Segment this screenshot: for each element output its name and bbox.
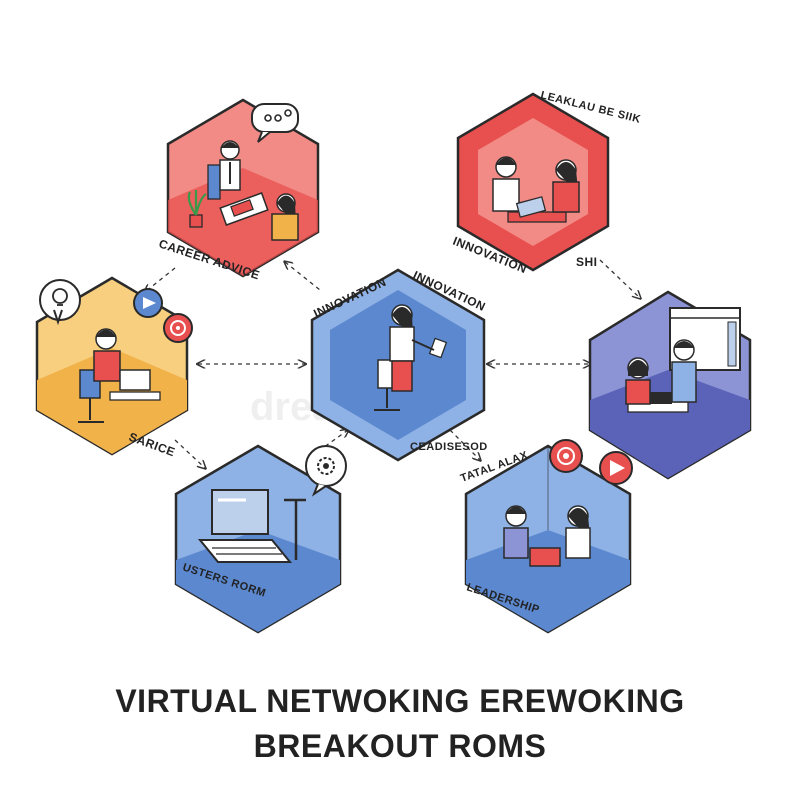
room-top-right[interactable]: LEAKLAU BE SIIK INNOVATION SHI — [451, 89, 642, 276]
desk — [109, 391, 161, 401]
center-label-bottom: CEADISESOD — [410, 441, 488, 453]
laptop-keyboard — [197, 539, 293, 563]
person-body — [93, 350, 121, 382]
arrow-center-to-bottomleft — [319, 430, 348, 451]
room-career-advice[interactable]: CAREER ADVICE — [157, 98, 320, 282]
arrow-career-to-center — [285, 262, 321, 291]
laptop — [230, 199, 254, 217]
lightbulb-icon — [39, 279, 81, 326]
play-icon — [133, 288, 163, 318]
target-bubble-icon — [549, 439, 583, 473]
person2-hair — [674, 341, 694, 348]
arrow-career-to-left — [145, 267, 176, 292]
person2-body — [671, 361, 697, 403]
person2-body — [565, 527, 591, 559]
speech-bubble-icon — [251, 103, 299, 143]
room-bottom-right[interactable]: TATAL ALAX LEADERSHIP — [459, 439, 633, 634]
person-body — [492, 178, 520, 212]
laptop — [650, 392, 672, 404]
gear-bubble-icon — [305, 445, 347, 497]
laptop — [529, 547, 561, 567]
person2-body — [552, 181, 580, 213]
person-hair — [96, 329, 116, 337]
person-legs — [391, 360, 413, 392]
browser-window-icon — [669, 307, 741, 371]
arrow-topright-to-right — [599, 259, 640, 298]
tablet — [428, 337, 448, 359]
top-right-label-right: SHI — [576, 255, 598, 269]
person-hair — [221, 142, 239, 148]
room-left[interactable]: SARICE — [35, 276, 193, 460]
plant-leaves — [187, 190, 207, 216]
person-hair — [496, 157, 516, 165]
room-center[interactable]: INNOVATION INNOVATION CEADISESOD — [310, 268, 488, 462]
room-right[interactable] — [588, 290, 752, 480]
person-body — [503, 527, 529, 559]
laptop — [515, 196, 547, 218]
arrow-left-to-bottomleft — [174, 439, 205, 468]
room-bottom-left[interactable]: USTERS RORM — [174, 444, 347, 634]
title-line-2: BREAKOUT ROMS — [253, 728, 547, 764]
person-body — [625, 379, 651, 405]
person-hair — [628, 360, 648, 376]
play-bubble-icon — [599, 451, 633, 485]
connector-arrows — [145, 259, 640, 468]
person2-body — [271, 213, 299, 241]
target-icon — [163, 313, 193, 343]
laptop — [119, 369, 151, 391]
left-label: SARICE — [127, 430, 177, 460]
person-hair — [506, 506, 526, 514]
arrow-center-to-bottomright — [449, 429, 480, 460]
chair — [207, 164, 221, 200]
plant-pot — [189, 214, 203, 228]
laptop-screen — [211, 489, 269, 535]
desk — [507, 211, 567, 223]
arm — [411, 339, 435, 351]
person-body — [389, 326, 415, 362]
title-line-1: VIRTUAL NETWOKING EREWOKING — [115, 683, 685, 719]
